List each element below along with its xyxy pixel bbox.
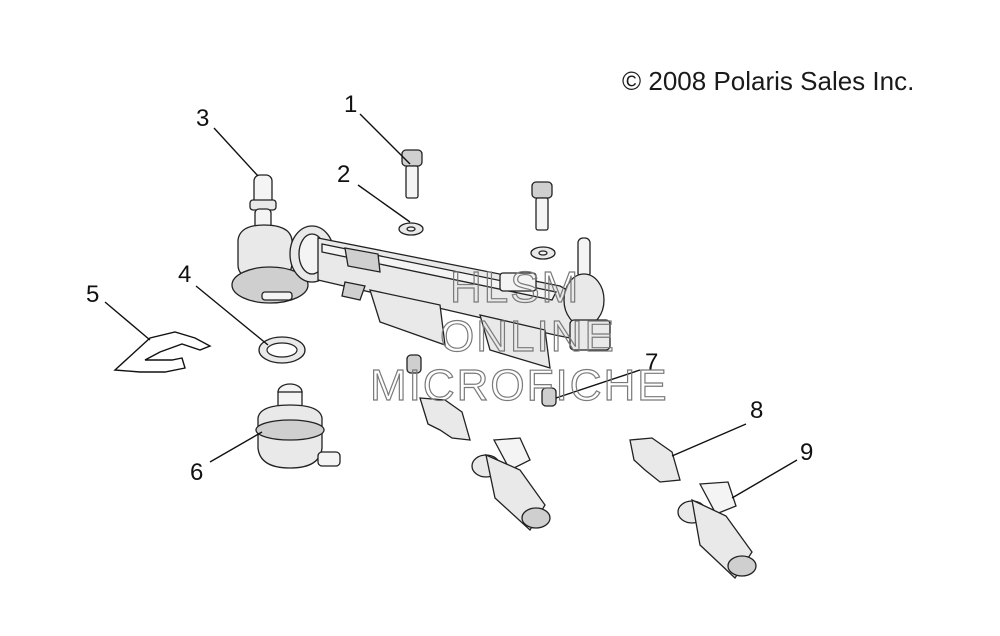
callout-5: 5 <box>86 281 99 308</box>
part-1-bolt-2 <box>531 181 553 231</box>
leader-4 <box>195 285 269 346</box>
callout-3: 3 <box>196 105 209 132</box>
part-5-clip <box>113 331 212 373</box>
callout-8: 8 <box>750 397 763 424</box>
leader-9 <box>731 459 798 499</box>
part-9-injector <box>471 437 551 532</box>
part-1-bolt <box>401 149 423 199</box>
callout-6: 6 <box>190 459 203 486</box>
leader-lines <box>104 113 798 499</box>
watermark-line-3: MICROFICHE <box>370 361 669 410</box>
callout-4: 4 <box>178 261 191 288</box>
leader-3 <box>213 127 259 177</box>
part-8-injector-clip-2 <box>629 437 681 483</box>
watermark-line-2: ONLINE <box>440 312 616 361</box>
part-2-washer <box>398 222 424 236</box>
part-7-spacer <box>406 354 422 374</box>
leader-6 <box>209 431 263 463</box>
callout-labels: 1 2 3 4 5 6 7 8 9 <box>86 91 813 486</box>
callout-9: 9 <box>800 439 813 466</box>
leader-5 <box>104 301 151 341</box>
part-9-injector-2 <box>677 481 757 580</box>
part-6-pressure-regulator <box>255 383 341 469</box>
leader-1 <box>359 113 411 165</box>
callout-1: 1 <box>344 91 357 118</box>
watermark-line-1: HLSM <box>450 263 580 312</box>
callout-2: 2 <box>337 161 350 188</box>
leader-2 <box>357 184 411 223</box>
watermark: HLSM ONLINE MICROFICHE <box>369 262 669 410</box>
leader-8 <box>671 423 747 457</box>
copyright-notice: © 2008 Polaris Sales Inc. <box>622 66 915 96</box>
part-7-spacer-2 <box>541 387 557 407</box>
part-4-o-ring <box>258 336 306 364</box>
leader-7 <box>555 369 641 399</box>
part-2-washer-2 <box>530 246 556 260</box>
fuel-rail <box>317 237 611 369</box>
part-8-injector-clip <box>419 397 471 441</box>
callout-7: 7 <box>645 349 658 376</box>
